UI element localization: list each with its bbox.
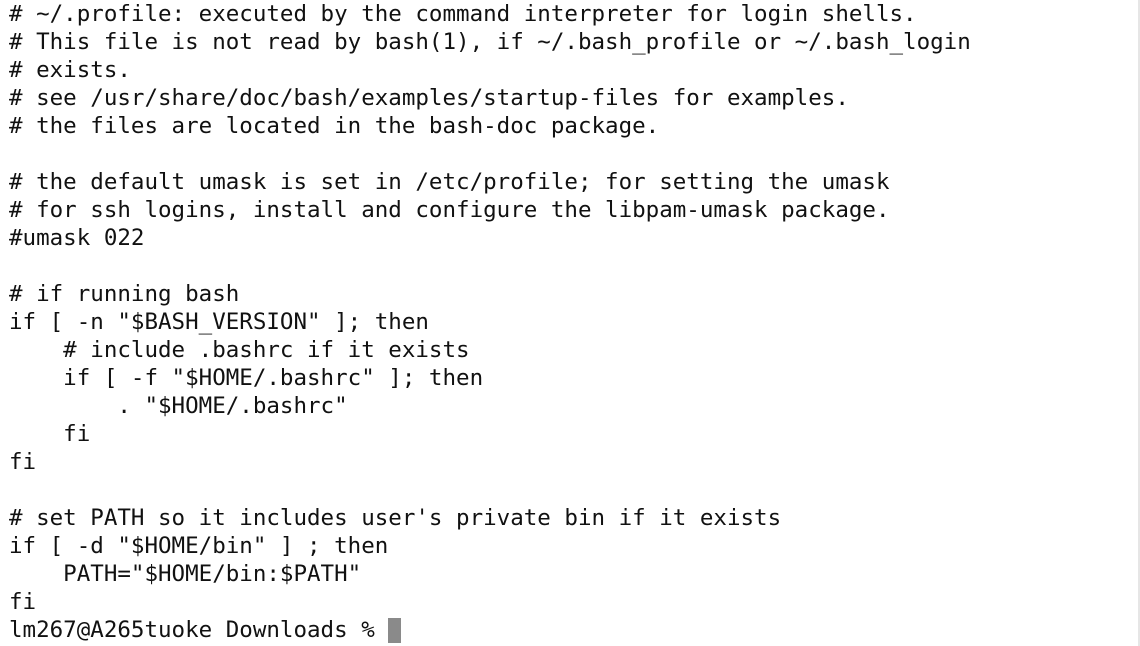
shell-prompt: lm267@A265tuoke Downloads % bbox=[9, 617, 375, 643]
text-cursor bbox=[387, 617, 401, 643]
terminal-line: # the files are located in the bash-doc … bbox=[9, 113, 660, 139]
terminal-line: if [ -n "$BASH_VERSION" ]; then bbox=[9, 309, 429, 335]
terminal-line: # include .bashrc if it exists bbox=[9, 337, 470, 363]
terminal-line: # for ssh logins, install and configure … bbox=[9, 197, 890, 223]
terminal-line: fi bbox=[9, 449, 37, 475]
terminal-line: if [ -f "$HOME/.bashrc" ]; then bbox=[9, 365, 484, 391]
terminal-line: # ~/.profile: executed by the command in… bbox=[9, 1, 917, 27]
terminal-line: #umask 022 bbox=[9, 225, 145, 251]
terminal-line: fi bbox=[9, 589, 37, 615]
terminal-line: # set PATH so it includes user's private… bbox=[9, 505, 782, 531]
terminal-line: # exists. bbox=[9, 57, 131, 83]
shell-prompt-line[interactable]: lm267@A265tuoke Downloads % bbox=[9, 616, 1140, 644]
terminal-line: PATH="$HOME/bin:$PATH" bbox=[9, 561, 362, 587]
terminal-line: # see /usr/share/doc/bash/examples/start… bbox=[9, 85, 849, 111]
window-edge bbox=[1138, 0, 1140, 646]
terminal-line bbox=[9, 476, 1140, 504]
terminal-line: # if running bash bbox=[9, 281, 240, 307]
terminal-line: fi bbox=[9, 421, 91, 447]
terminal-line: . "$HOME/.bashrc" bbox=[9, 393, 348, 419]
terminal-line bbox=[9, 252, 1140, 280]
terminal-line: if [ -d "$HOME/bin" ] ; then bbox=[9, 533, 389, 559]
terminal-line: # This file is not read by bash(1), if ~… bbox=[9, 29, 971, 55]
terminal-line: # the default umask is set in /etc/profi… bbox=[9, 169, 890, 195]
terminal-line bbox=[9, 140, 1140, 168]
